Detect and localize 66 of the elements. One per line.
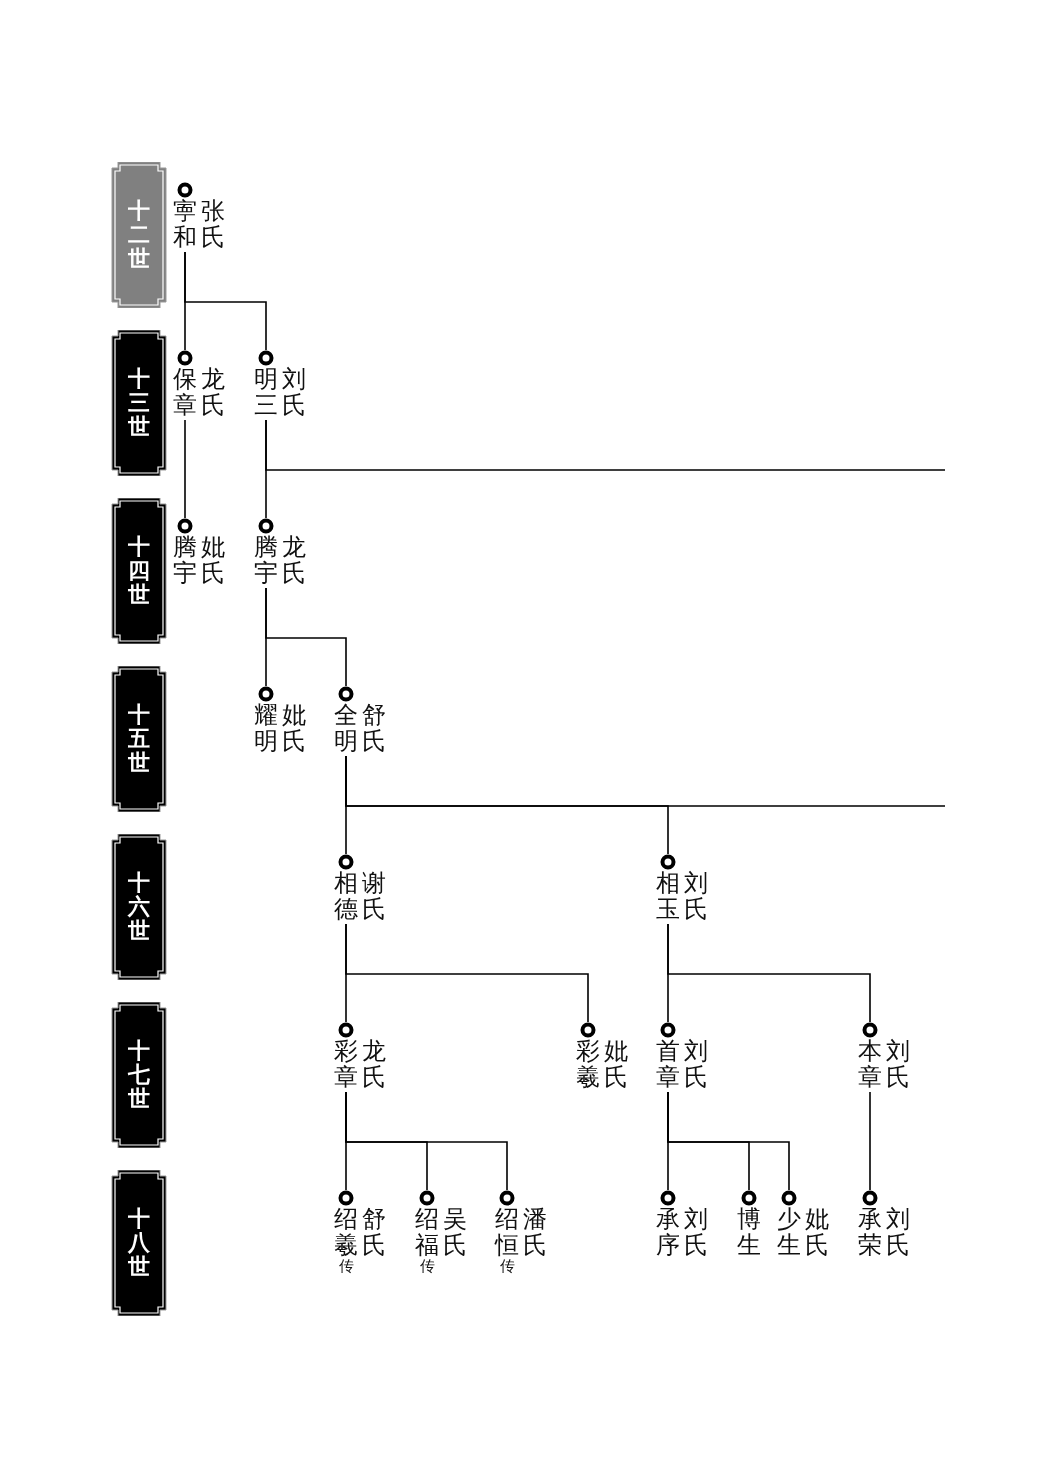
lineage-line	[345, 1091, 508, 1191]
generation-label: 十五世	[128, 702, 150, 776]
spouse-name: 刘氏	[886, 1038, 910, 1091]
given-name: 相德	[334, 870, 358, 923]
given-name: 全明	[334, 702, 358, 755]
generation-plaque	[110, 1002, 168, 1148]
given-name: 寕和	[173, 198, 197, 251]
generation-plaque	[110, 498, 168, 644]
spouse-name: 刘氏	[282, 366, 306, 419]
spouse-name: 谢氏	[362, 870, 386, 923]
given-name: 腾宇	[173, 534, 197, 587]
given-name: 博生	[737, 1206, 761, 1259]
lineage-line	[345, 923, 589, 1023]
spouse-name: 妣氏	[282, 702, 306, 755]
spouse-name: 潘氏	[523, 1206, 547, 1259]
generation-plaque	[110, 330, 168, 476]
given-name: 耀明	[254, 702, 278, 755]
given-name: 承荣	[858, 1206, 882, 1259]
generation-plaque	[110, 834, 168, 980]
given-name: 本章	[858, 1038, 882, 1091]
spouse-name: 刘氏	[684, 870, 708, 923]
given-name: 承序	[656, 1206, 680, 1259]
given-name: 彩章	[334, 1038, 358, 1091]
lineage-line	[184, 419, 186, 519]
generation-label: 十三世	[128, 366, 150, 440]
generation-plaque	[110, 1170, 168, 1316]
given-name: 绍羲	[334, 1206, 358, 1259]
spouse-name: 舒氏	[362, 702, 386, 755]
generation-label: 十八世	[128, 1206, 150, 1280]
generation-label: 十四世	[128, 534, 150, 608]
generation-plaque	[110, 666, 168, 812]
generation-label: 十七世	[128, 1038, 150, 1112]
generation-label: 十二世	[128, 198, 150, 272]
generation-label: 十六世	[128, 870, 150, 944]
note-text: 传	[339, 1259, 354, 1274]
spouse-name: 刘氏	[886, 1206, 910, 1259]
given-name: 保章	[173, 366, 197, 419]
given-name: 彩羲	[576, 1038, 600, 1091]
lineage-line	[265, 419, 946, 471]
lineage-line	[184, 251, 267, 351]
spouse-name: 刘氏	[684, 1206, 708, 1259]
spouse-name: 刘氏	[684, 1038, 708, 1091]
spouse-name: 妣氏	[805, 1206, 829, 1259]
spouse-name: 妣氏	[604, 1038, 628, 1091]
lineage-line	[869, 1091, 871, 1191]
given-name: 少生	[777, 1206, 801, 1259]
spouse-name: 妣氏	[201, 534, 225, 587]
spouse-name: 张氏	[201, 198, 225, 251]
note-text: 传	[420, 1259, 435, 1274]
spouse-name: 舒氏	[362, 1206, 386, 1259]
note-text: 传	[500, 1259, 515, 1274]
given-name: 首章	[656, 1038, 680, 1091]
spouse-name: 龙氏	[362, 1038, 386, 1091]
lineage-line	[265, 587, 347, 687]
given-name: 绍恒	[495, 1206, 519, 1259]
spouse-name: 吴氏	[443, 1206, 467, 1259]
given-name: 相玉	[656, 870, 680, 923]
spouse-name: 龙氏	[201, 366, 225, 419]
spouse-name: 龙氏	[282, 534, 306, 587]
given-name: 明三	[254, 366, 278, 419]
generation-plaque	[110, 162, 168, 308]
lineage-line	[667, 923, 871, 1023]
given-name: 腾宇	[254, 534, 278, 587]
given-name: 绍福	[415, 1206, 439, 1259]
lineage-line	[345, 755, 946, 807]
lineage-line	[667, 1091, 790, 1191]
